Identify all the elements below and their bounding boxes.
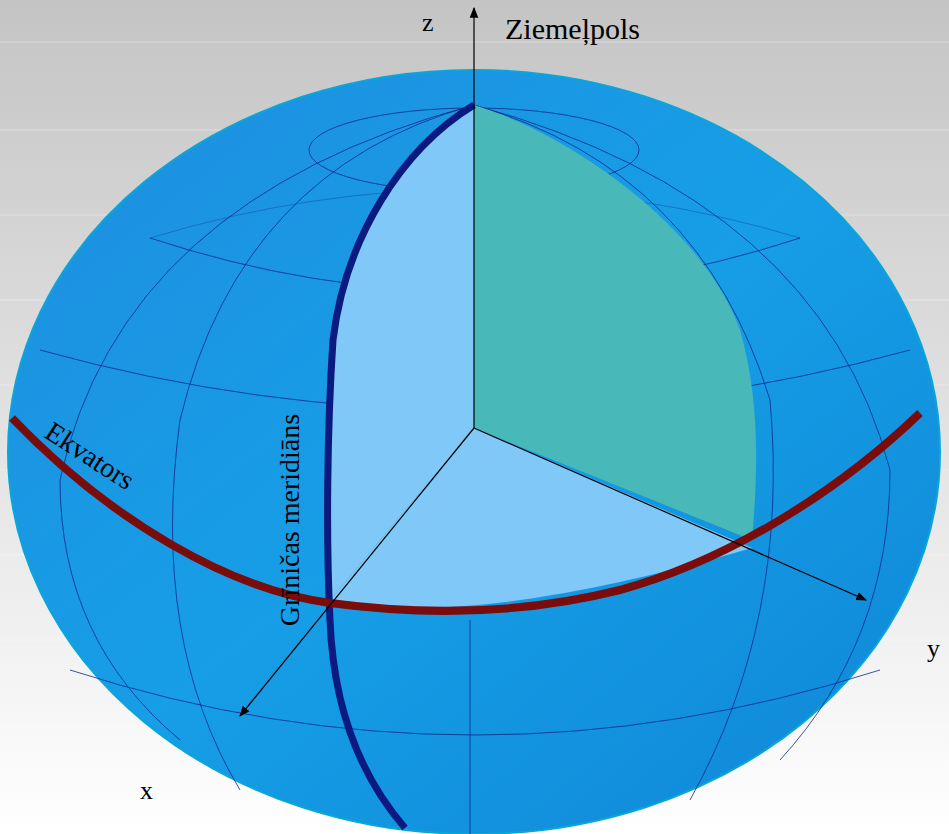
axis-label: y [927,636,940,662]
meridian-label: Grīničas meridiāns [276,414,304,626]
axis-label: z [422,10,434,36]
quadrant-face [474,105,756,540]
equator-line [12,413,920,611]
axis-label: x [140,778,153,804]
pole-label: Ziemeļpols [505,14,640,44]
graticule [40,105,910,834]
greenwich-meridian [328,105,474,828]
axes [240,8,866,716]
